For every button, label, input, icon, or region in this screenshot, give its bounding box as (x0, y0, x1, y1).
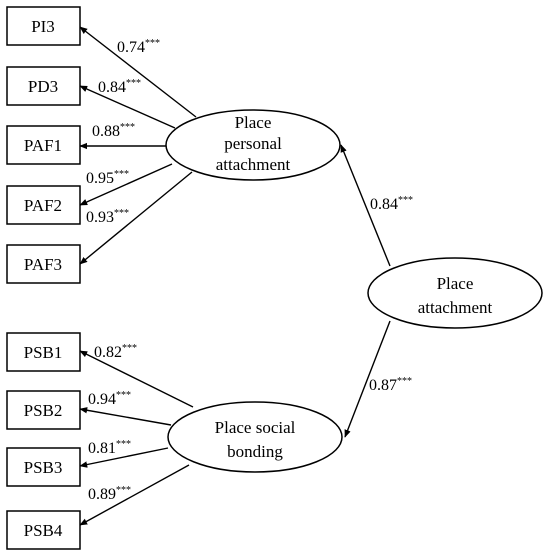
indicator-psb4: PSB4 (6, 510, 81, 550)
edge-attachment-social (344, 320, 391, 438)
indicator-paf1: PAF1 (6, 125, 81, 165)
coef-social-bonding: 0.87*** (369, 376, 412, 394)
edge-social-psb4 (79, 464, 190, 526)
construct-place-attachment-line2: attachment (418, 298, 493, 317)
edge-personal-pd3 (79, 85, 176, 129)
construct-personal-attachment-line2: personal (224, 134, 282, 153)
indicator-psb2: PSB2 (6, 390, 81, 430)
coef-paf3: 0.93*** (86, 208, 129, 226)
edge-personal-paf2 (79, 163, 173, 206)
edge-personal-paf3 (79, 171, 193, 265)
construct-personal-attachment: Place personal attachment (165, 109, 341, 181)
construct-personal-attachment-line1: Place (235, 113, 272, 132)
construct-place-attachment: Place attachment (367, 257, 543, 329)
indicator-paf3-label: PAF3 (24, 255, 62, 274)
coef-pd3: 0.84*** (98, 78, 141, 96)
indicator-paf3: PAF3 (6, 244, 81, 284)
indicator-pi3-label: PI3 (31, 17, 55, 36)
edge-social-psb1 (79, 350, 194, 408)
indicator-pd3-label: PD3 (28, 77, 58, 96)
construct-social-bonding: Place social bonding (167, 401, 343, 473)
coef-psb3: 0.81*** (88, 439, 131, 457)
construct-social-bonding-line1: Place social (215, 418, 296, 437)
edge-attachment-personal (340, 144, 391, 267)
coef-psb2: 0.94*** (88, 390, 131, 408)
edge-social-psb2 (79, 407, 172, 426)
indicator-psb4-label: PSB4 (24, 521, 63, 540)
indicator-paf1-label: PAF1 (24, 136, 62, 155)
coef-paf1: 0.88*** (92, 122, 135, 140)
indicator-paf2: PAF2 (6, 185, 81, 225)
indicator-psb1-label: PSB1 (24, 343, 63, 362)
coef-personal-attachment: 0.84*** (370, 195, 413, 213)
indicator-psb3-label: PSB3 (24, 458, 63, 477)
construct-place-attachment-line1: Place (437, 274, 474, 293)
construct-personal-attachment-line3: attachment (216, 155, 291, 174)
indicator-pi3: PI3 (6, 6, 81, 46)
edge-social-psb3 (79, 447, 169, 468)
coef-paf2: 0.95*** (86, 169, 129, 187)
indicator-psb3: PSB3 (6, 447, 81, 487)
coef-pi3: 0.74*** (117, 38, 160, 56)
indicator-paf2-label: PAF2 (24, 196, 62, 215)
edge-personal-pi3 (79, 26, 197, 118)
indicator-pd3: PD3 (6, 66, 81, 106)
indicator-psb1: PSB1 (6, 332, 81, 372)
coef-psb1: 0.82*** (94, 343, 137, 361)
coef-psb4: 0.89*** (88, 485, 131, 503)
indicator-psb2-label: PSB2 (24, 401, 63, 420)
construct-social-bonding-line2: bonding (227, 442, 283, 461)
